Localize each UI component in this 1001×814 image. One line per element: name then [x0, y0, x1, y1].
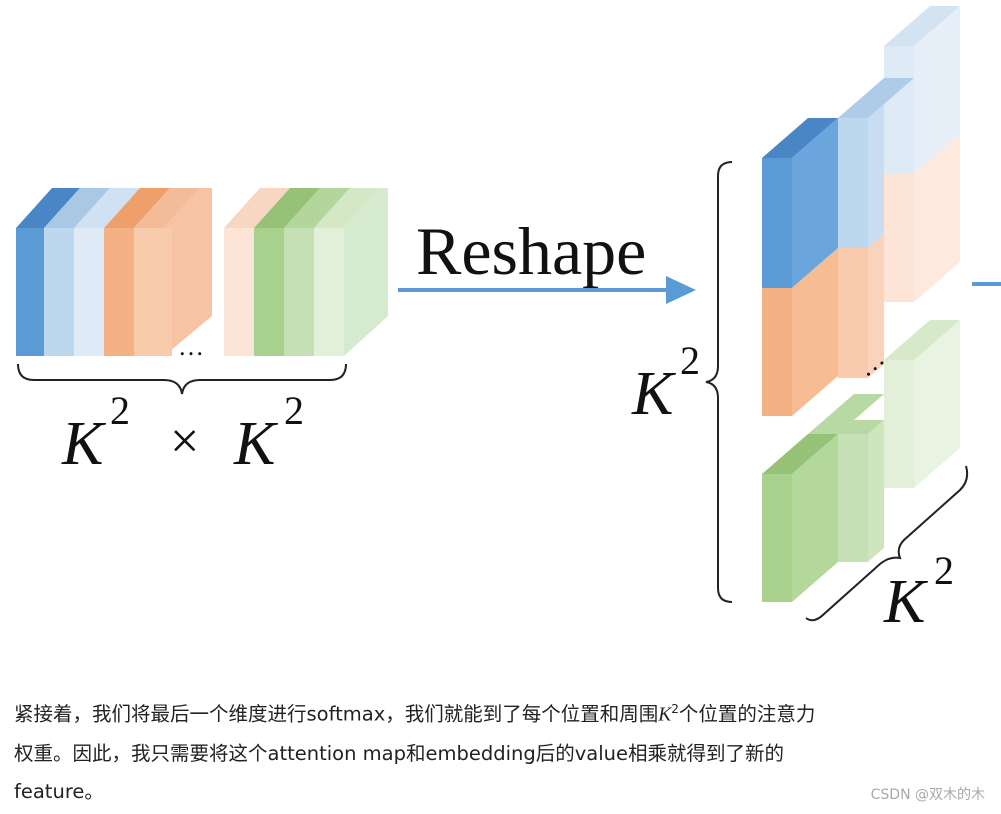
caption-line2: 权重。因此，我只需要将这个attention map和embedding后的va… — [14, 741, 785, 765]
left-slice-stack: … — [16, 188, 388, 361]
slice-orange-mid — [134, 188, 200, 356]
slice-orange-light-edge — [164, 188, 212, 356]
left-ellipsis: … — [178, 332, 204, 361]
left-dimension-label: K 2 × K 2 — [61, 388, 304, 478]
caption-paragraph: 紧接着，我们将最后一个维度进行softmax，我们就能到了每个位置和周围K2个位… — [14, 690, 996, 811]
caption-line1-b: 个位置的注意力 — [678, 702, 816, 726]
slice-blue-light — [74, 188, 140, 356]
slice-blue-dark — [16, 188, 80, 356]
left-label-exp2: 2 — [284, 388, 304, 433]
right-diagonal-label: K 2 — [883, 548, 954, 636]
left-label-k2: K — [233, 410, 279, 478]
reshape-arrow: Reshape — [398, 213, 696, 304]
slice-orange-light — [224, 188, 290, 356]
caption-line1-a: 紧接着，我们将最后一个维度进行softmax，我们就能到了每个位置和周围 — [14, 702, 659, 726]
left-brace — [17, 363, 347, 395]
slice-blue-mid — [44, 188, 110, 356]
right-reshaped-block: … — [762, 6, 960, 602]
right-vertical-k: K — [631, 360, 677, 428]
slice-orange-dark — [104, 188, 170, 356]
front-column — [762, 118, 838, 602]
slice-green-dark — [254, 188, 320, 356]
right-diagonal-brace — [805, 465, 969, 622]
left-label-times: × — [170, 413, 199, 470]
left-label-exp1: 2 — [110, 388, 130, 433]
right-vertical-exp: 2 — [680, 338, 700, 383]
caption-k: K — [658, 704, 672, 726]
back-column — [884, 6, 960, 488]
caption-k-exp: 2 — [671, 702, 679, 716]
csdn-watermark: CSDN @双木的木 — [870, 787, 985, 803]
caption-line3: feature。 — [14, 779, 104, 803]
slice-green-mid — [284, 188, 350, 356]
reshape-label: Reshape — [416, 213, 646, 289]
right-vertical-label: K 2 — [631, 338, 700, 428]
right-diagonal-k: K — [883, 568, 929, 636]
middle-column — [808, 78, 914, 562]
left-label-k1: K — [61, 410, 107, 478]
slice-green-light — [314, 188, 388, 356]
reshape-diagram: … K 2 × K 2 Reshape — [16, 6, 1001, 636]
right-vertical-brace — [705, 161, 733, 603]
right-diagonal-exp: 2 — [934, 548, 954, 593]
